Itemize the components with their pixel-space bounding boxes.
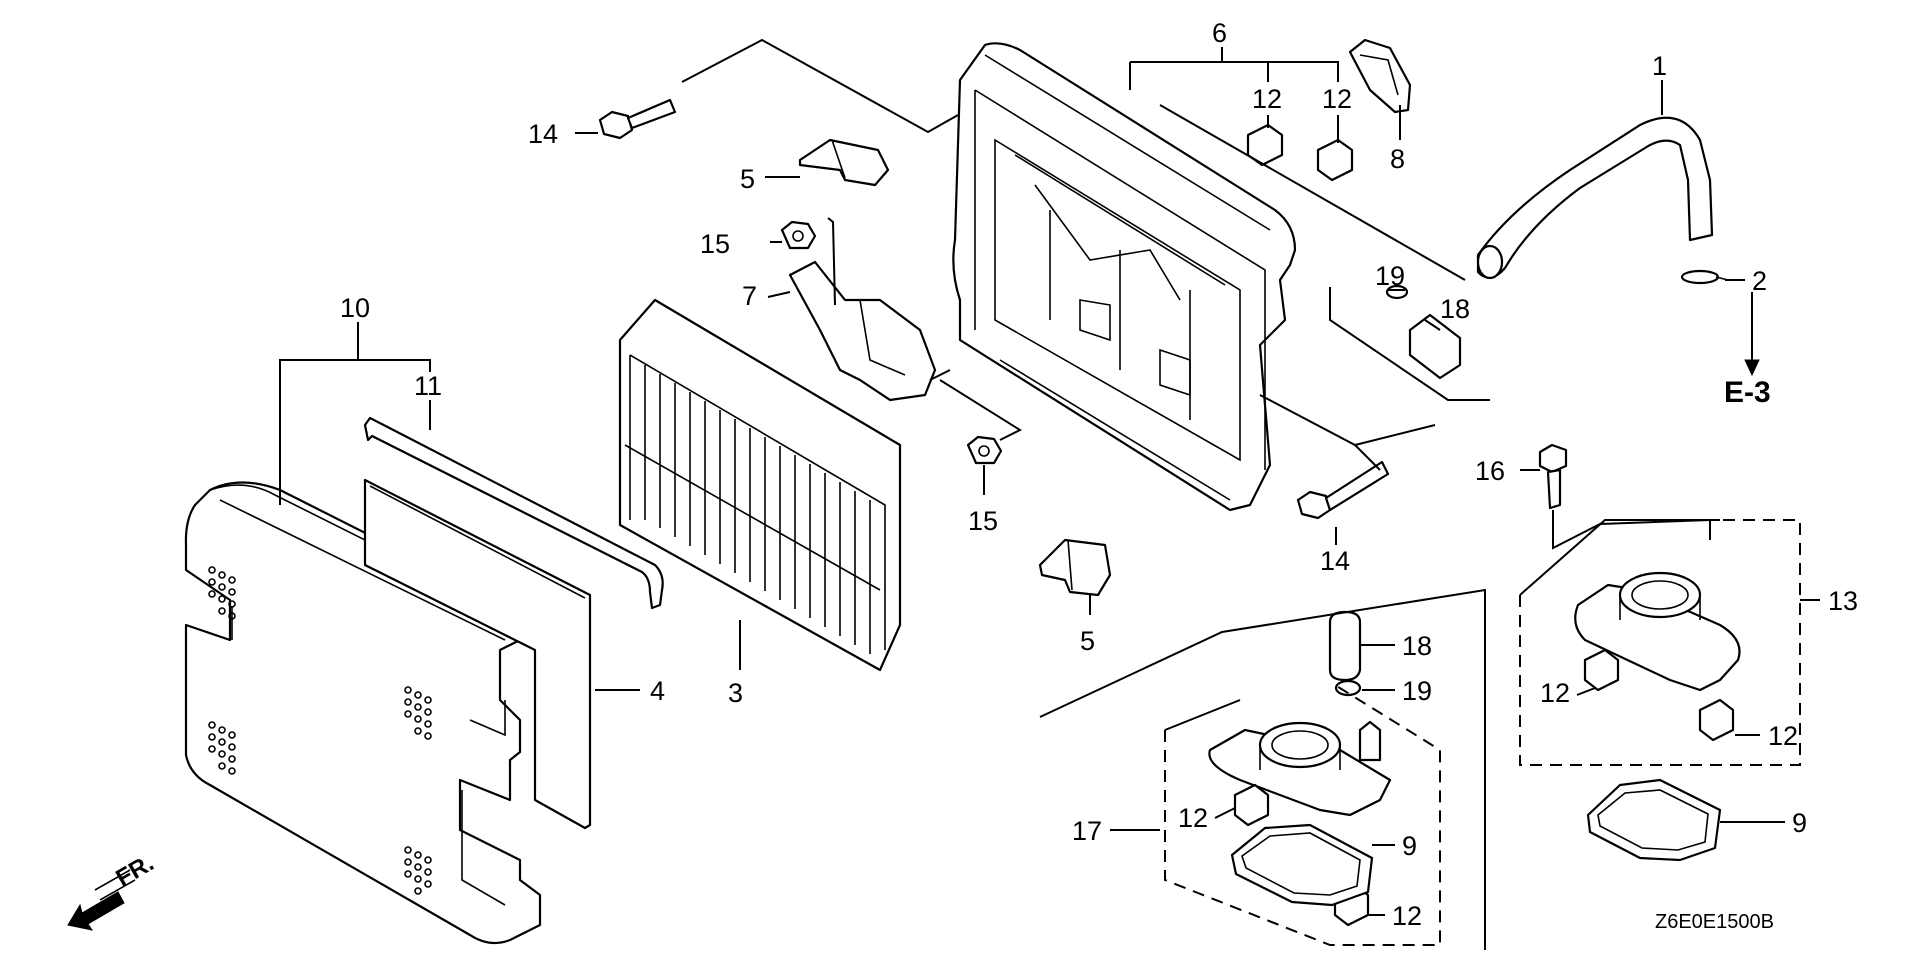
cover-vent-holes-middle <box>404 686 432 740</box>
callout-labels: 1 2 3 4 5 5 6 7 8 9 9 10 11 12 12 12 12 … <box>340 18 1858 933</box>
breather-bracket <box>788 260 937 402</box>
callout-18-upper: 18 <box>1440 294 1470 324</box>
filter-pleats <box>644 365 871 654</box>
cover-vent-holes-lower <box>404 846 432 895</box>
callout-15-upper: 15 <box>700 229 730 259</box>
breather-tube <box>1476 116 1714 280</box>
tube-clamp <box>1680 269 1729 285</box>
flange-nut-lower <box>966 435 1003 465</box>
callout-12-right-lower: 12 <box>1768 721 1798 751</box>
callout-12-center-upper: 12 <box>1178 803 1208 833</box>
callout-6: 6 <box>1212 18 1227 48</box>
leader-lines <box>279 38 1820 950</box>
callout-16: 16 <box>1475 456 1505 486</box>
gasket-ring <box>1348 38 1412 114</box>
bolt-lower <box>1296 460 1390 520</box>
adapter-assembly-right <box>1574 571 1741 742</box>
clip-ring-center <box>1334 679 1362 697</box>
callout-18-center: 18 <box>1402 631 1432 661</box>
callout-9-right: 9 <box>1792 808 1807 838</box>
gasket-center <box>1230 823 1374 907</box>
callout-17: 17 <box>1072 816 1102 846</box>
callout-19-center: 19 <box>1402 676 1432 706</box>
air-cleaner-case <box>952 42 1297 512</box>
plug-center <box>1328 610 1362 682</box>
seal-strip <box>363 416 664 610</box>
callout-4: 4 <box>650 676 665 706</box>
collar-pair-top <box>1246 123 1354 182</box>
cover-vent-holes-upper <box>208 566 236 620</box>
bolt-upper <box>598 98 677 140</box>
callout-12-top-right: 12 <box>1322 84 1352 114</box>
callout-14-upper: 14 <box>528 119 558 149</box>
callout-3: 3 <box>728 678 743 708</box>
reference-code: E-3 <box>1724 376 1771 409</box>
clip-upper <box>798 138 890 187</box>
callout-2: 2 <box>1752 266 1767 296</box>
cover-vent-holes-left <box>208 721 236 775</box>
flange-bolt <box>1538 443 1568 510</box>
gasket-right <box>1586 778 1722 862</box>
callout-10: 10 <box>340 293 370 323</box>
callout-1: 1 <box>1652 51 1667 81</box>
callout-15-lower: 15 <box>968 506 998 536</box>
callout-11: 11 <box>414 371 442 401</box>
foam-pre-filter <box>363 478 592 830</box>
callout-13: 13 <box>1828 586 1858 616</box>
flange-nut-upper <box>780 220 817 250</box>
callout-19-upper: 19 <box>1375 261 1405 291</box>
callout-14-lower: 14 <box>1320 546 1350 576</box>
drawing-code: Z6E0E1500B <box>1655 911 1774 933</box>
paper-filter-element <box>618 298 902 672</box>
callout-7: 7 <box>742 281 757 311</box>
callout-8: 8 <box>1390 144 1405 174</box>
callout-12-top-left: 12 <box>1252 84 1282 114</box>
front-direction-marker: FR. <box>67 849 159 931</box>
clip-lower <box>1038 538 1112 597</box>
adapter-assembly-center <box>1208 720 1392 927</box>
front-marker-label: FR. <box>112 849 159 892</box>
callout-5-lower: 5 <box>1080 626 1095 656</box>
callout-12-right-upper: 12 <box>1540 678 1570 708</box>
callout-9-center: 9 <box>1402 831 1417 861</box>
plug-upper <box>1408 313 1462 380</box>
callout-12-center-lower: 12 <box>1392 901 1422 931</box>
callout-5-upper: 5 <box>740 164 755 194</box>
